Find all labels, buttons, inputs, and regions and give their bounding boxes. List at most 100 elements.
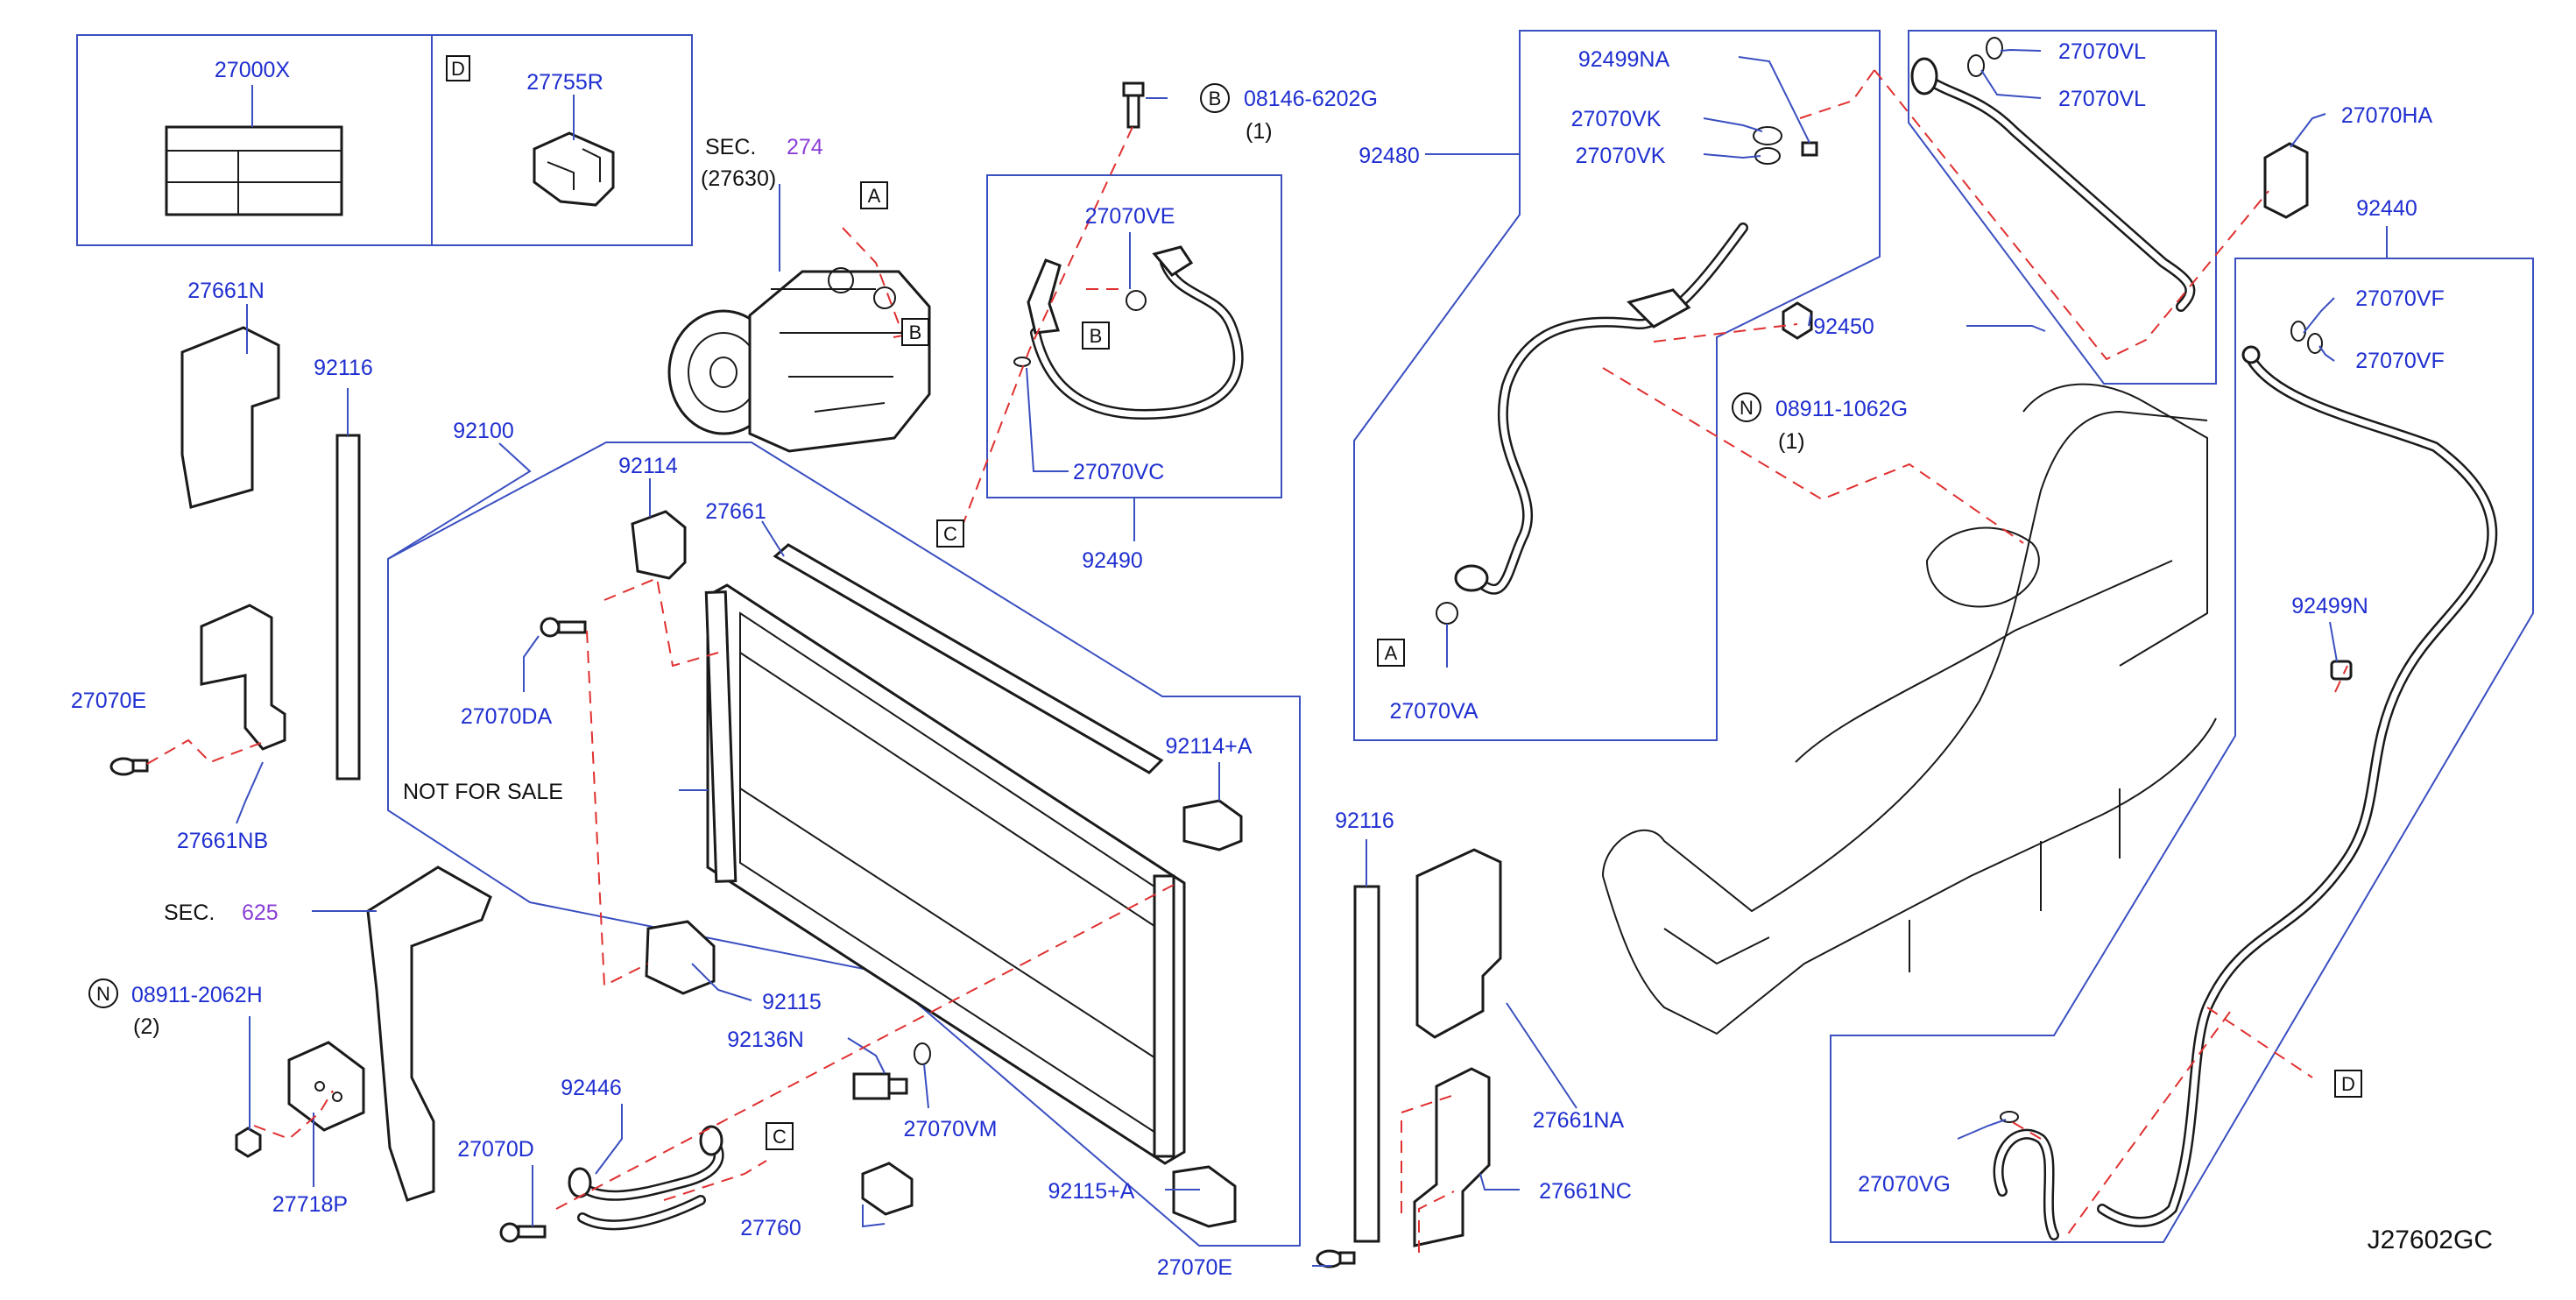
seal-92116-left-drawing [335, 434, 361, 781]
nut-08911-2062H-drawing [235, 1127, 262, 1158]
label-plate-27000X-drawing [165, 125, 343, 216]
tag-B-box: B [1090, 325, 1103, 347]
tag-B-top: B [909, 321, 922, 343]
label-sec274-ref: (27630) [701, 166, 776, 191]
label-27661: 27661 [705, 499, 766, 524]
label-92114: 92114 [618, 454, 678, 478]
label-92116-right: 92116 [1335, 809, 1394, 833]
label-92115A: 92115+A [1048, 1179, 1135, 1204]
bolt-27070DA-drawing [540, 617, 587, 638]
outline-92100 [387, 442, 1301, 1247]
o-ring-27070VM-drawing [914, 1042, 931, 1065]
group-artwork [109, 37, 2498, 1268]
label-92100: 92100 [453, 419, 514, 443]
sensor-92136N-drawing [852, 1072, 908, 1100]
hose-92490-drawing [1013, 245, 1244, 420]
label-27070VC: 27070VC [1073, 460, 1164, 484]
label-sec625-prefix: SEC. [164, 901, 215, 925]
outline-92440-lower [1830, 258, 2534, 1243]
tag-A-top: A [868, 185, 881, 207]
label-08911-1062G-qty: (1) [1778, 429, 1805, 454]
label-sec274-number: 274 [787, 135, 823, 159]
bolt-08146-drawing [1122, 81, 1145, 129]
label-92450: 92450 [1813, 314, 1874, 339]
bracket-sec625-drawing [366, 865, 492, 1202]
symbol-N-08911-2062H: N [96, 983, 110, 1005]
label-27070E-right: 27070E [1157, 1255, 1232, 1280]
label-08911-2062H: 08911-2062H [131, 983, 263, 1007]
group-dashed-connectors [146, 69, 2348, 1253]
label-27070VK-2: 27070VK [1576, 144, 1666, 168]
label-08146-qty: (1) [1246, 119, 1273, 144]
pipe-92440-upper-drawing [1910, 37, 2196, 312]
label-92490: 92490 [1082, 548, 1143, 573]
label-27070HA: 27070HA [2341, 103, 2433, 128]
label-08911-2062H-qty: (2) [133, 1014, 160, 1039]
group-outlines [76, 30, 2534, 1247]
clip-27070E-right-drawing [1316, 1249, 1356, 1268]
label-27760: 27760 [740, 1216, 801, 1240]
label-92114A: 92114+A [1166, 734, 1253, 759]
group-tag-shapes [88, 55, 2362, 1150]
label-sec274-prefix: SEC. [705, 135, 756, 159]
label-27755R: 27755R [526, 70, 603, 95]
hose-92446-drawing [568, 1125, 724, 1231]
air-guide-27661NC-drawing [1413, 1067, 1491, 1247]
label-27070VF-2: 27070VF [2355, 349, 2444, 373]
air-guide-27661NB-drawing [200, 604, 286, 751]
label-27070VL-1: 27070VL [2058, 39, 2146, 64]
label-92499NA: 92499NA [1578, 47, 1670, 72]
hose-92480-drawing [1436, 126, 1818, 625]
label-08146-6202G: 08146-6202G [1244, 87, 1378, 111]
group-leader-lines [236, 48, 2388, 1267]
clip-27755R-drawing [533, 131, 615, 207]
label-27070VA: 27070VA [1389, 699, 1478, 724]
label-27661NA: 27661NA [1533, 1108, 1625, 1133]
label-92446: 92446 [561, 1076, 622, 1100]
pipe-92440-lower-drawing [1993, 321, 2498, 1240]
bolt-27070D-drawing [499, 1222, 547, 1243]
tag-A-box: A [1385, 642, 1398, 664]
bracket-92114-drawing [631, 510, 687, 580]
label-27070VM: 27070VM [903, 1117, 997, 1141]
clip-27070HA-drawing [2263, 142, 2309, 219]
label-27000X: 27000X [215, 58, 291, 82]
label-27070VK-1: 27070VK [1571, 107, 1662, 131]
air-guide-27661N-drawing [180, 326, 280, 509]
label-27070D: 27070D [457, 1137, 534, 1162]
label-not-for-sale: NOT FOR SALE [403, 780, 563, 804]
label-92440: 92440 [2356, 196, 2417, 221]
box-27755R [431, 34, 693, 246]
tag-C-mid: C [943, 523, 957, 545]
tag-D-right: D [2341, 1073, 2355, 1095]
label-27718P: 27718P [272, 1192, 348, 1217]
label-27661NC: 27661NC [1539, 1179, 1632, 1204]
bracket-92115A-drawing [1172, 1165, 1237, 1228]
nut-08911-1062G-drawing [1782, 301, 1813, 340]
label-sec625-number: 625 [242, 901, 279, 925]
tag-C-low: C [773, 1126, 787, 1148]
label-27661N: 27661N [187, 279, 265, 303]
vehicle-frame-drawing [1602, 383, 2217, 1035]
tag-D-box: D [451, 58, 465, 80]
diagram-code: J27602GC [2368, 1226, 2493, 1254]
group-text-labels: 27000X D 27755R SEC. 274 (27630) A B B 0… [71, 39, 2493, 1280]
label-27070VL-2: 27070VL [2058, 87, 2146, 111]
seal-92116-right-drawing [1353, 885, 1380, 1243]
label-27070VG: 27070VG [1858, 1172, 1951, 1197]
condenser-92100-drawing [704, 583, 1186, 1165]
symbol-N-08911-1062G: N [1740, 397, 1754, 419]
label-92499N: 92499N [2291, 594, 2368, 618]
air-guide-27661NA-drawing [1415, 848, 1502, 1039]
label-92116-left: 92116 [314, 356, 373, 380]
symbol-B-08146: B [1209, 88, 1222, 110]
label-92115: 92115 [762, 990, 822, 1014]
compressor-drawing [667, 267, 931, 453]
label-27070VE: 27070VE [1085, 204, 1175, 229]
outline-92480 [1353, 30, 1881, 741]
connector-27760-drawing [861, 1162, 914, 1216]
module-27718P-drawing [287, 1041, 365, 1132]
clip-27070E-left-drawing [109, 757, 149, 776]
bracket-92115-drawing [645, 920, 716, 995]
